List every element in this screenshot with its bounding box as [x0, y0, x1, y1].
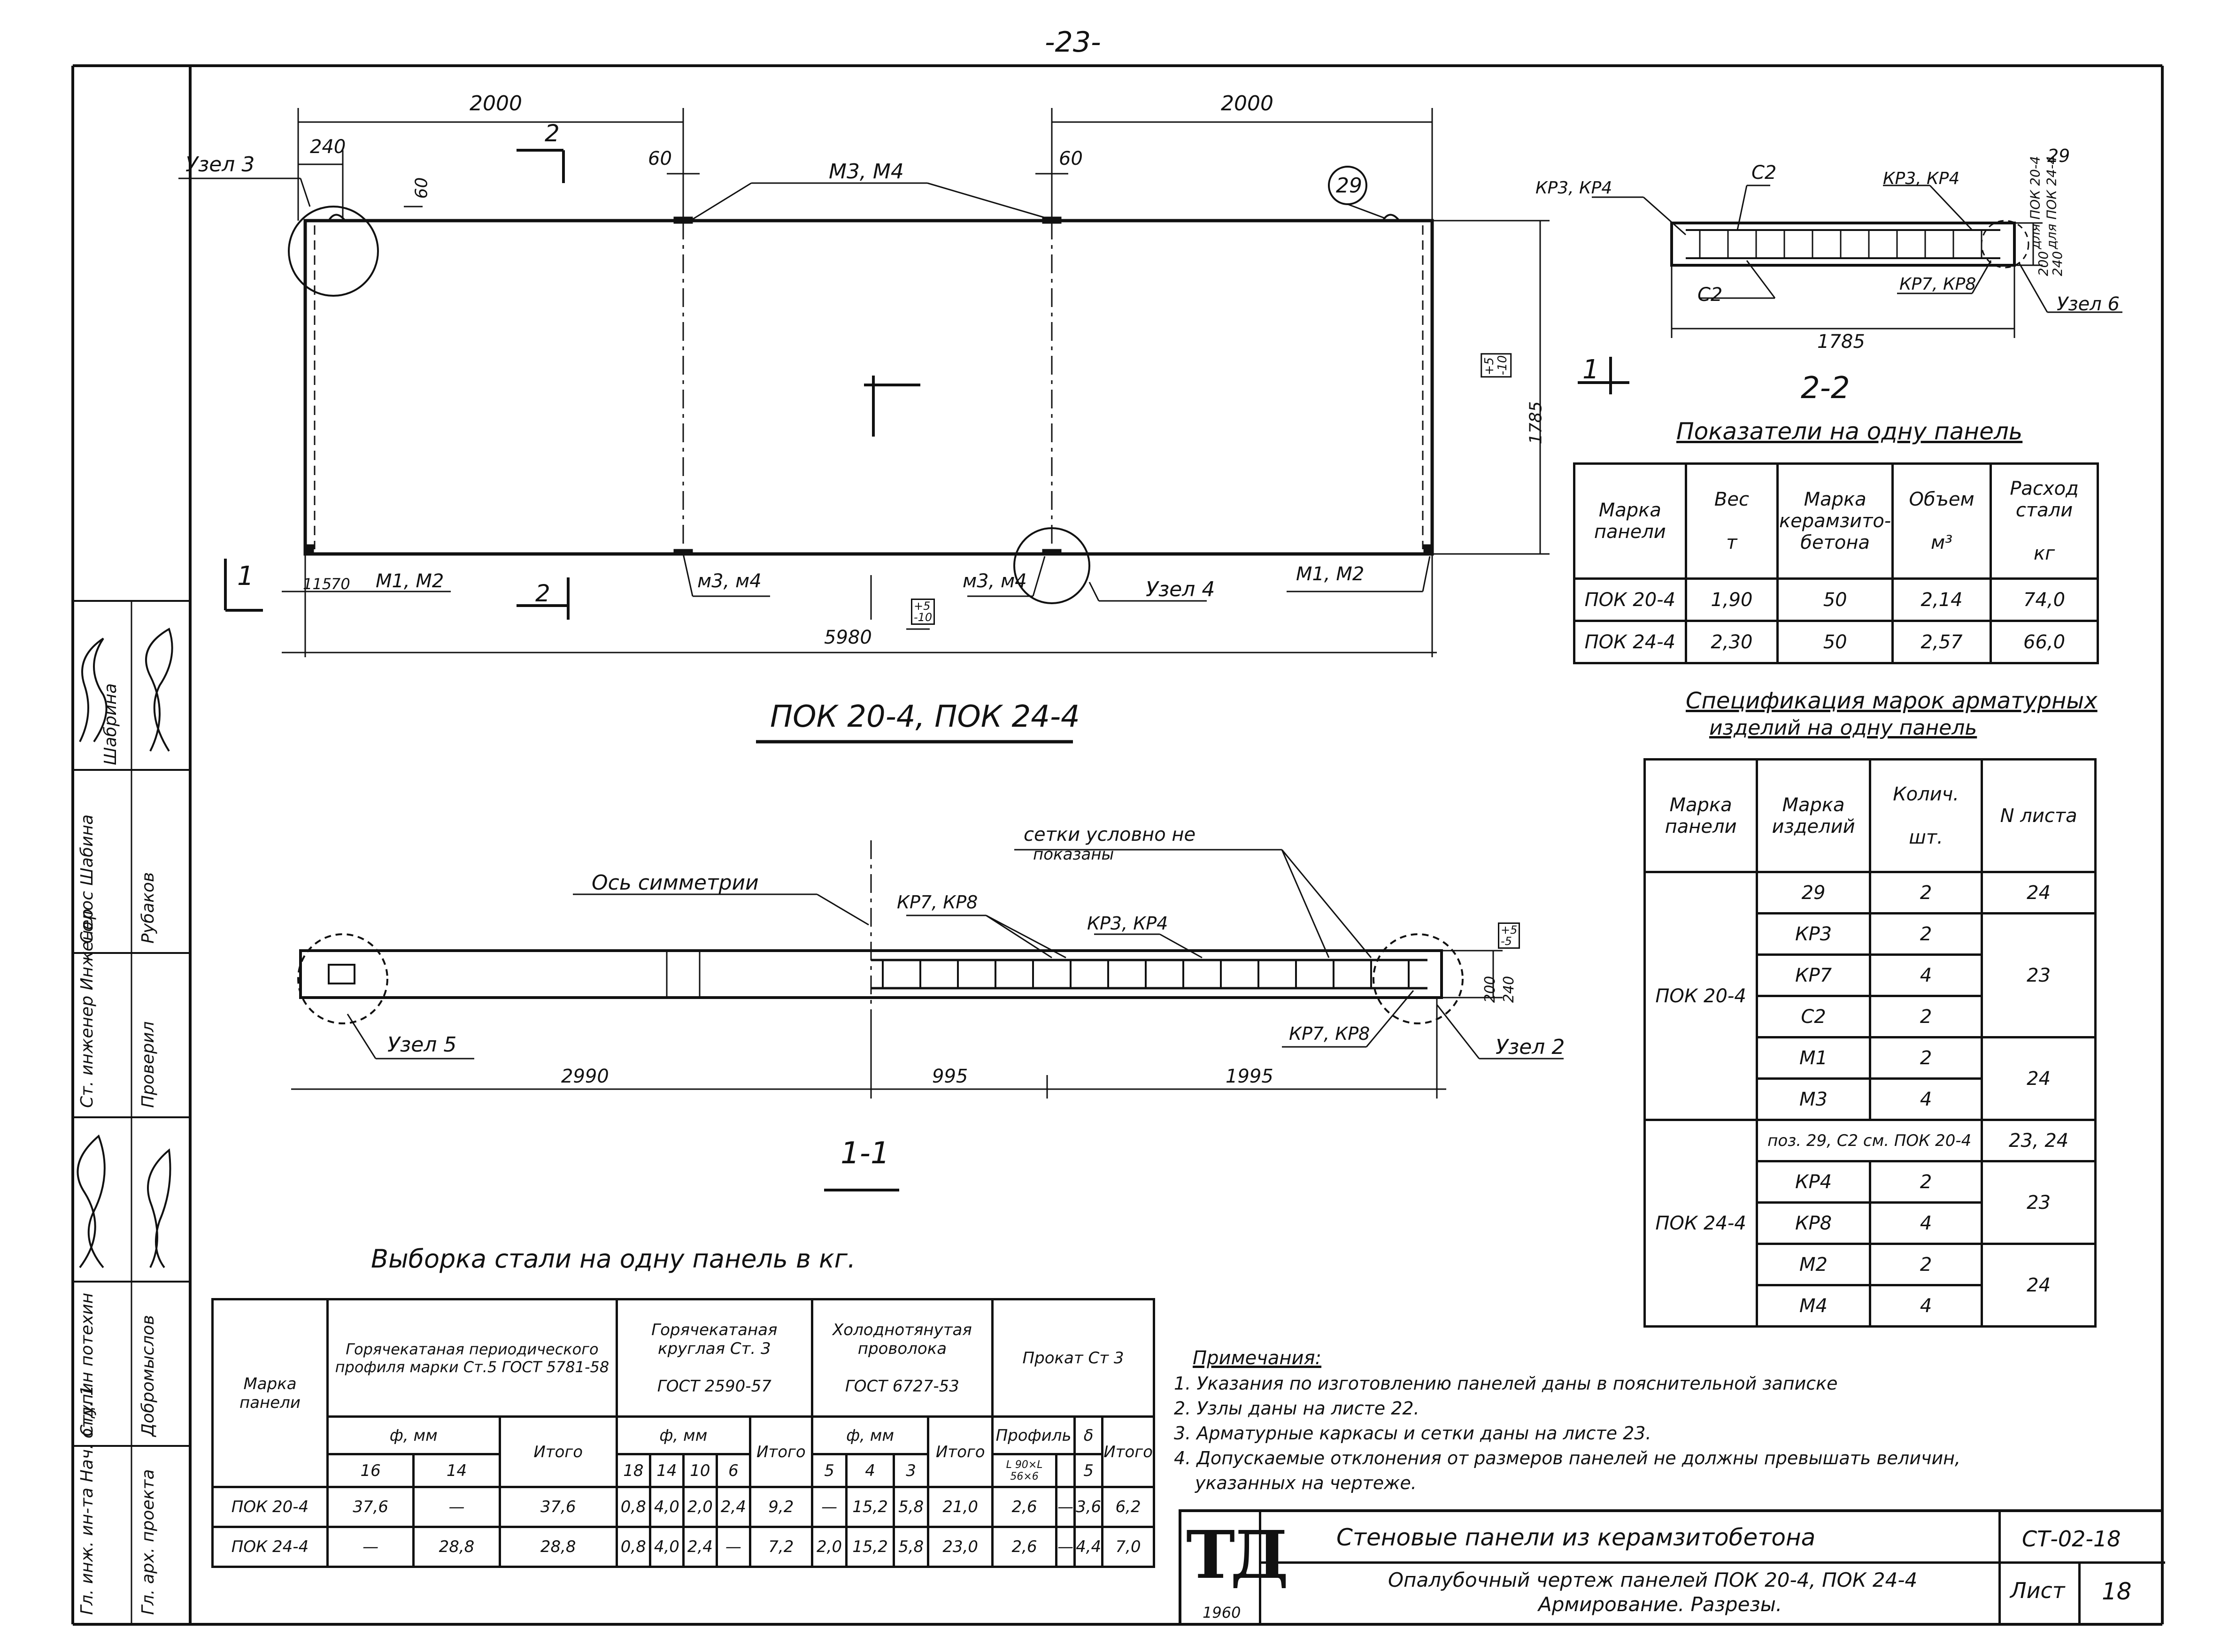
section-1-left-label: 1	[237, 561, 254, 592]
spec-title-2: изделий на одну панель	[1709, 716, 1977, 740]
section-2-bottom-label: 2	[535, 580, 550, 607]
stamp-subtitle-2: Армирование. Разрезы.	[1538, 1593, 1782, 1616]
s11-nets-label: сетки условно не	[1024, 824, 1196, 845]
notes-title: Примечания:	[1193, 1347, 1322, 1369]
s11-axis-label: Ось симметрии	[592, 871, 759, 895]
s22-kr3-right: КР3, КР4	[1883, 169, 1960, 188]
dim-bottom-total: 5980	[824, 627, 872, 648]
s11-dim-2: 995	[932, 1066, 968, 1087]
s22-title: 2-2	[1801, 371, 1850, 406]
stamp-sheet-no: 18	[2102, 1578, 2132, 1605]
s11-nets2-label: показаны	[1033, 845, 1114, 864]
ind-h-mark: Марка панели	[1573, 462, 1687, 580]
page-number: -23-	[1045, 26, 1101, 59]
s11-kr3-top: КР3, КР4	[1087, 913, 1168, 934]
s11-kr7-top: КР7, КР8	[897, 892, 978, 913]
note-2: 2. Узлы даны на листе 22.	[1174, 1398, 1419, 1419]
s22-width: 1785	[1817, 331, 1865, 353]
m3m4-bl-label: м3, м4	[697, 570, 762, 592]
spec-table: Марка панели Марка изделий Колич.шт. N л…	[1643, 758, 2097, 1328]
note-3: 3. Арматурные каркасы и сетки даны на ли…	[1174, 1423, 1651, 1444]
dim-top-right: 2000	[1221, 92, 1273, 115]
tol-h: +5 -10	[911, 599, 935, 625]
ind-h-concrete: Марка керамзито-бетона	[1776, 462, 1894, 580]
stamp-title: Стеновые панели из керамзитобетона	[1336, 1524, 1816, 1551]
s11-tol-top: +5	[1501, 923, 1518, 937]
dim-60-b: 60	[648, 148, 672, 169]
s22-uzel6: Узел 6	[2057, 293, 2120, 315]
section-2-top-label: 2	[545, 120, 560, 147]
s22-kr7: КР7, КР8	[1899, 275, 1976, 294]
uzel3-label: Узел 3	[185, 153, 255, 177]
s11-tol: +5 -5	[1498, 922, 1520, 949]
dim-115: 115	[303, 575, 332, 593]
note-4: 4. Допускаемые отклонения от размеров па…	[1174, 1448, 1961, 1468]
indicators-title: Показатели на одну панель	[1676, 418, 2023, 445]
s22-marker: 29	[2047, 146, 2070, 166]
stamp-year: 1960	[1203, 1604, 1241, 1621]
section-1-right-label: 1	[1582, 354, 1599, 385]
stamp-logo: ТД	[1186, 1517, 1289, 1594]
stamp-subtitle-1: Опалубочный чертеж панелей ПОК 20-4, ПОК…	[1388, 1568, 1918, 1591]
note-1: 1. Указания по изготовлению панелей даны…	[1174, 1373, 1838, 1394]
main-view-title: ПОК 20-4, ПОК 24-4	[770, 699, 1080, 734]
tol-h-bot: -10	[914, 611, 933, 624]
spec-panel-2: ПОК 24-4	[1643, 1119, 1759, 1328]
s11-dim-1: 2990	[561, 1066, 609, 1087]
m3m4-top-label: М3, М4	[829, 160, 904, 184]
s11-uzel2: Узел 2	[1496, 1035, 1565, 1059]
steel-title: Выборка стали на одну панель в кг.	[371, 1244, 856, 1274]
s22-c2-top: С2	[1751, 162, 1777, 184]
spec-panel-1: ПОК 20-4	[1643, 871, 1759, 1121]
m3m4-bc-label: м3, м4	[963, 570, 1027, 592]
s11-dim-3: 1995	[1226, 1066, 1273, 1087]
m1m2-left-label: М1, М2	[376, 570, 444, 592]
dim-70: 70	[331, 575, 350, 593]
title-block: ТД 1960 Стеновые панели из керамзитобето…	[1179, 1509, 2165, 1625]
stamp-code: СТ-02-18	[2022, 1526, 2121, 1552]
stamp-sheet-label: Лист	[2010, 1578, 2065, 1603]
spec-h-qty: Колич.шт.	[1868, 758, 1983, 873]
s22-kr3-label: КР3, КР4	[1535, 178, 1612, 198]
stamp-logo-cell: ТД 1960	[1181, 1512, 1289, 1625]
dim-240: 240	[310, 136, 346, 158]
dim-60-c: 60	[1059, 148, 1083, 169]
note-5: указанных на чертеже.	[1195, 1473, 1417, 1493]
spec-title-1: Спецификация марок арматурных	[1686, 688, 2098, 714]
s11-kr7-bot: КР7, КР8	[1289, 1023, 1370, 1044]
m1m2-right-label: М1, М2	[1296, 563, 1365, 585]
steel-table: Марка панели Горячекатаная периодическог…	[211, 1298, 1155, 1568]
uzel4-label: Узел 4	[1146, 577, 1215, 601]
tol-h-top: +5	[914, 599, 931, 613]
dim-top-left: 2000	[470, 92, 522, 115]
s11-uzel5: Узел 5	[387, 1033, 457, 1057]
marker-29: 29	[1336, 174, 1362, 198]
s11-tol-bot: -5	[1501, 935, 1512, 948]
s22-c2-bot: С2	[1697, 284, 1723, 306]
s11-title: 1-1	[841, 1136, 890, 1171]
